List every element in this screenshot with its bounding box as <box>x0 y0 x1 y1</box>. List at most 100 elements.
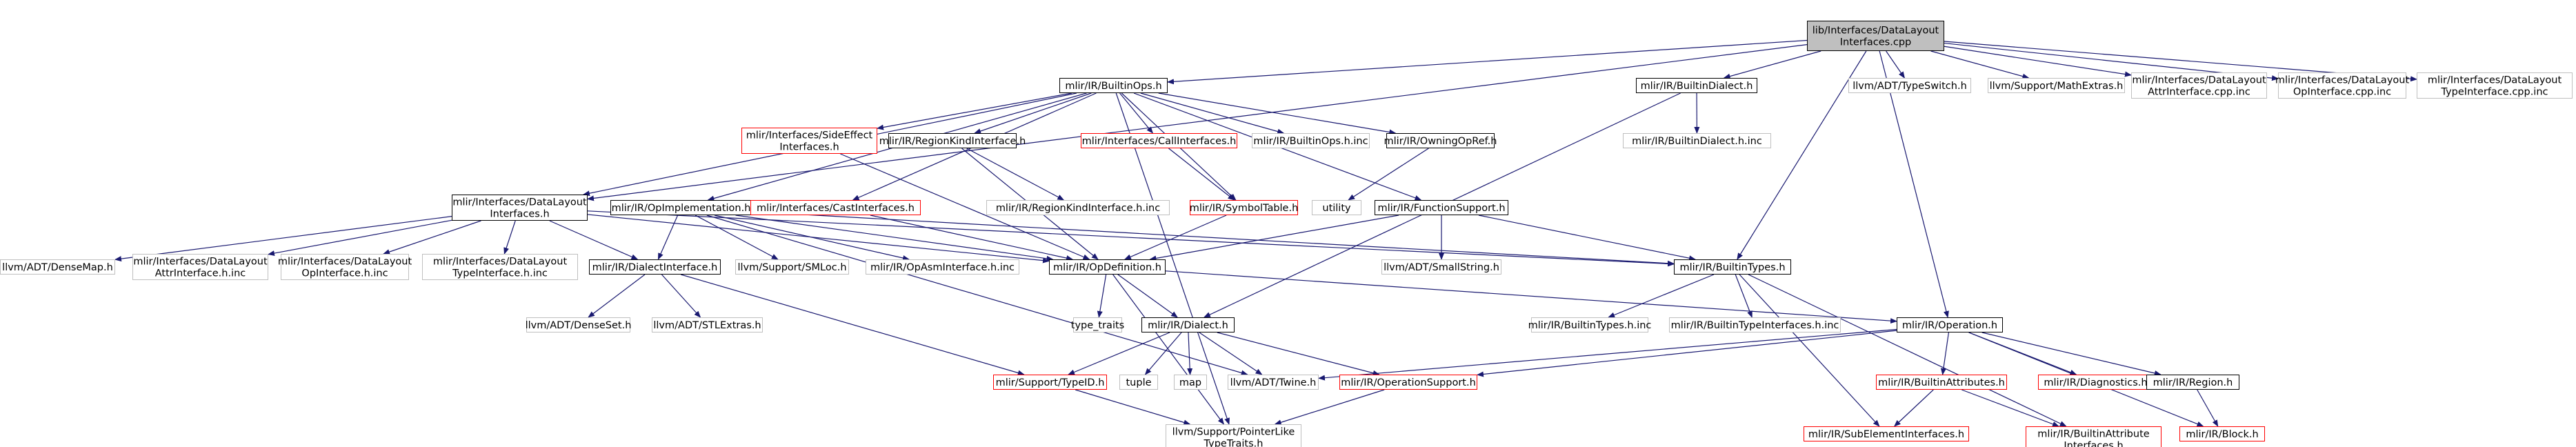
graph-node[interactable]: mlir/IR/SubElementInterfaces.h <box>1804 426 1969 441</box>
node-label: tuple <box>1126 377 1151 388</box>
node-label: mlir/IR/OpImplementation.h <box>612 203 751 214</box>
graph-node[interactable]: mlir/IR/Diagnostics.h <box>2038 375 2153 390</box>
graph-node[interactable]: mlir/IR/Operation.h <box>1897 317 2003 332</box>
node-label: utility <box>1322 203 1351 214</box>
node-box <box>1531 317 1648 332</box>
node-label: TypeTraits.h <box>1204 439 1264 447</box>
edge-n0-n14 <box>587 44 1808 201</box>
node-box <box>2278 72 2406 99</box>
edge-n28-n31 <box>1097 274 1107 318</box>
edge-n25-n32 <box>588 274 646 318</box>
edge-n14-n21 <box>114 216 452 262</box>
graph-node[interactable]: mlir/IR/RegionKindInterface.h <box>879 133 1026 148</box>
node-label: mlir/IR/Operation.h <box>1902 320 1997 331</box>
graph-node[interactable]: mlir/IR/OpImplementation.h <box>610 200 752 215</box>
edge-n1-n12 <box>1158 92 1397 135</box>
node-box <box>735 259 849 275</box>
graph-node[interactable]: mlir/IR/FunctionSupport.h <box>1375 200 1508 215</box>
node-label: llvm/ADT/Twine.h <box>1230 377 1317 388</box>
edge-n42-n46 <box>1274 389 1385 426</box>
graph-node[interactable]: mlir/Interfaces/CallInterfaces.h <box>1081 133 1237 148</box>
edge-n1-n10 <box>1119 92 1154 134</box>
edge-n30-n35 <box>1608 274 1715 318</box>
edge-n14-n30 <box>587 210 1675 267</box>
edge-n1-n9 <box>974 92 1092 134</box>
node-label: mlir/IR/BuiltinTypes.h <box>1679 262 1785 273</box>
graph-node: mlir/IR/BuiltinOps.h.inc <box>1252 133 1370 148</box>
node-label: mlir/IR/BuiltinDialect.h.inc <box>1632 136 1762 147</box>
node-label: mlir/IR/BuiltinTypeInterfaces.h.inc <box>1671 320 1839 331</box>
edge-n18-n28 <box>1124 215 1227 260</box>
node-box <box>741 128 877 154</box>
graph-node: map <box>1174 375 1207 390</box>
edge-n0-n1 <box>1167 39 1808 85</box>
edge-n34-n39 <box>1144 332 1182 375</box>
edge-n20-n30 <box>1478 215 1697 261</box>
edge-n30-n48 <box>1748 274 2067 427</box>
node-label: llvm/Support/PointerLike <box>1172 427 1295 438</box>
node-label: mlir/IR/Diagnostics.h <box>2044 377 2147 388</box>
node-label: mlir/IR/RegionKindInterface.h <box>879 136 1026 147</box>
node-box <box>526 317 630 332</box>
node-label: mlir/IR/BuiltinOps.h.inc <box>1253 136 1368 147</box>
node-box <box>2179 426 2265 441</box>
node-label: llvm/Support/SMLoc.h <box>737 262 846 273</box>
node-box <box>1049 259 1166 275</box>
graph-node: type_traits <box>1071 317 1124 332</box>
graph-node[interactable]: mlir/IR/OperationSupport.h <box>1339 375 1477 390</box>
node-label: OpInterface.h.inc <box>301 268 388 279</box>
edge-n45-n49 <box>2197 389 2219 427</box>
graph-node[interactable]: mlir/IR/BuiltinOps.h <box>1059 78 1168 93</box>
graph-node[interactable]: mlir/IR/BuiltinDialect.h <box>1636 78 1757 93</box>
graph-node[interactable]: mlir/IR/SymbolTable.h <box>1190 200 1299 215</box>
node-box <box>1119 375 1158 390</box>
edge-n0-n37 <box>1879 50 1949 318</box>
graph-node[interactable]: mlir/IR/BuiltinAttributes.h <box>1876 375 2007 390</box>
graph-node[interactable]: mlir/IR/Block.h <box>2179 426 2265 441</box>
graph-node: mlir/IR/BuiltinDialect.h.inc <box>1623 133 1771 148</box>
edge-n28-n37 <box>1165 270 1897 324</box>
graph-node: mlir/Interfaces/DataLayoutAttrInterface.… <box>132 254 268 280</box>
graph-node: mlir/IR/BuiltinTypes.h.inc <box>1528 317 1651 332</box>
edge-n14-n22 <box>268 219 452 256</box>
edge-n0-n2 <box>1723 50 1821 79</box>
node-label: mlir/IR/RegionKindInterface.h.inc <box>996 203 1160 214</box>
node-label: map <box>1179 377 1201 388</box>
node-label: mlir/Interfaces/DataLayout <box>2428 75 2562 86</box>
edge-n14-n28 <box>587 214 1050 264</box>
node-box <box>1848 78 1971 93</box>
graph-node: llvm/ADT/DenseSet.h <box>526 317 631 332</box>
node-box <box>1339 375 1477 390</box>
graph-node[interactable]: mlir/Interfaces/CastInterfaces.h <box>750 200 921 215</box>
graph-node[interactable]: mlir/IR/DialectInterface.h <box>589 259 721 275</box>
node-box <box>1081 133 1237 148</box>
edge-n30-n36 <box>1735 274 1753 318</box>
graph-node[interactable]: mlir/IR/BuiltinTypes.h <box>1674 259 1791 275</box>
node-box <box>1375 200 1508 215</box>
node-label: lib/Interfaces/DataLayout <box>1813 26 1939 37</box>
node-box <box>986 200 1170 215</box>
node-label: llvm/ADT/TypeSwitch.h <box>1853 81 1967 92</box>
edge-n15-n26 <box>695 215 779 260</box>
node-box <box>1623 133 1771 148</box>
graph-node[interactable]: mlir/IR/Dialect.h <box>1141 317 1235 332</box>
node-label: mlir/Interfaces/DataLayout <box>452 197 587 208</box>
graph-node[interactable]: mlir/IR/OpDefinition.h <box>1049 259 1166 275</box>
node-box <box>1190 200 1298 215</box>
node-box <box>422 254 578 280</box>
node-box <box>993 375 1107 390</box>
graph-node: mlir/Interfaces/DataLayoutTypeInterface.… <box>2417 72 2573 99</box>
node-label: llvm/ADT/STLExtras.h <box>653 320 761 331</box>
node-box <box>589 259 721 275</box>
graph-node[interactable]: mlir/IR/Region.h <box>2146 375 2239 390</box>
graph-node[interactable]: mlir/IR/OwningOpRef.h <box>1384 133 1497 148</box>
node-box <box>1386 133 1495 148</box>
edge-n0-n4 <box>1930 50 2030 79</box>
node-box <box>1804 426 1969 441</box>
graph-node[interactable]: mlir/Support/TypeID.h <box>993 375 1107 390</box>
